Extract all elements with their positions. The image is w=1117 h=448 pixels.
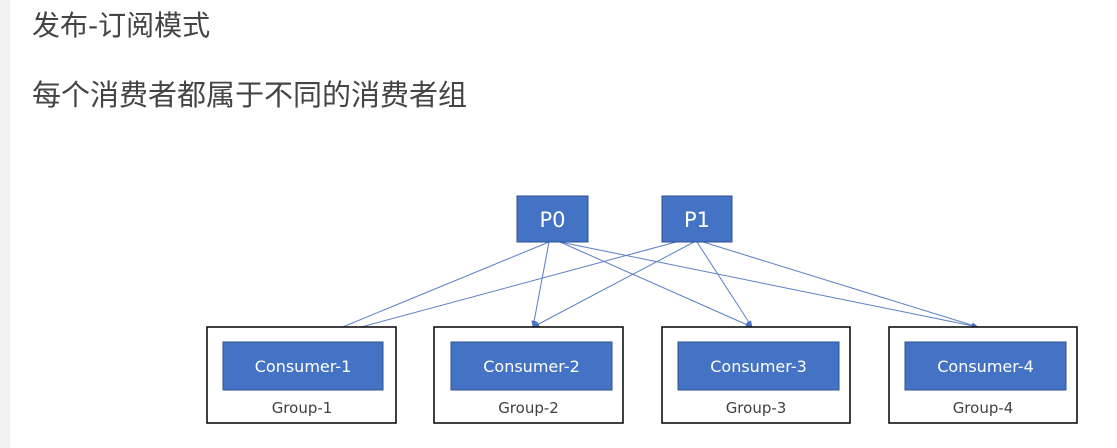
consumer-2-label: Consumer-2 bbox=[483, 357, 580, 376]
consumer-1-label: Consumer-1 bbox=[255, 357, 352, 376]
consumer-group-4: Consumer-4 Group-4 bbox=[888, 326, 1078, 424]
arrow-p1-group-4 bbox=[702, 241, 979, 328]
consumer-group-1: Consumer-1 Group-1 bbox=[206, 326, 397, 424]
producer-p0-box bbox=[516, 195, 589, 243]
group-3-label: Group-3 bbox=[726, 399, 787, 417]
consumer-4-box bbox=[904, 341, 1067, 391]
arrow-p1-group-1 bbox=[312, 241, 677, 342]
producer-p1-box bbox=[661, 195, 733, 243]
consumer-2-box bbox=[450, 341, 613, 391]
consumer-group-3: Consumer-3 Group-3 bbox=[661, 326, 851, 424]
producer-p0-label: P0 bbox=[539, 208, 565, 232]
slide-left-edge bbox=[0, 0, 10, 448]
arrows bbox=[310, 241, 979, 342]
page-subtitle: 每个消费者都属于不同的消费者组 bbox=[32, 78, 468, 112]
producer-p1: P1 bbox=[661, 195, 733, 243]
arrow-p1-group-3 bbox=[696, 241, 753, 328]
arrow-p0-group-1 bbox=[310, 241, 550, 341]
group-4-label: Group-4 bbox=[953, 399, 1014, 417]
arrow-p0-group-4 bbox=[559, 241, 979, 329]
arrow-p1-group-2 bbox=[532, 241, 695, 328]
consumer-3-label: Consumer-3 bbox=[710, 357, 807, 376]
arrow-p0-group-3 bbox=[559, 241, 753, 328]
consumer-group-2: Consumer-2 Group-2 bbox=[433, 326, 624, 424]
group-2-label: Group-2 bbox=[498, 399, 559, 417]
arrow-p0-group-2 bbox=[531, 241, 550, 328]
page-title: 发布-订阅模式 bbox=[32, 9, 211, 42]
consumer-3-box bbox=[677, 341, 840, 391]
producer-p0: P0 bbox=[516, 195, 589, 243]
producer-p1-label: P1 bbox=[684, 208, 710, 232]
consumer-4-label: Consumer-4 bbox=[937, 357, 1034, 376]
group-1-label: Group-1 bbox=[272, 399, 333, 417]
consumer-1-box bbox=[222, 341, 384, 391]
